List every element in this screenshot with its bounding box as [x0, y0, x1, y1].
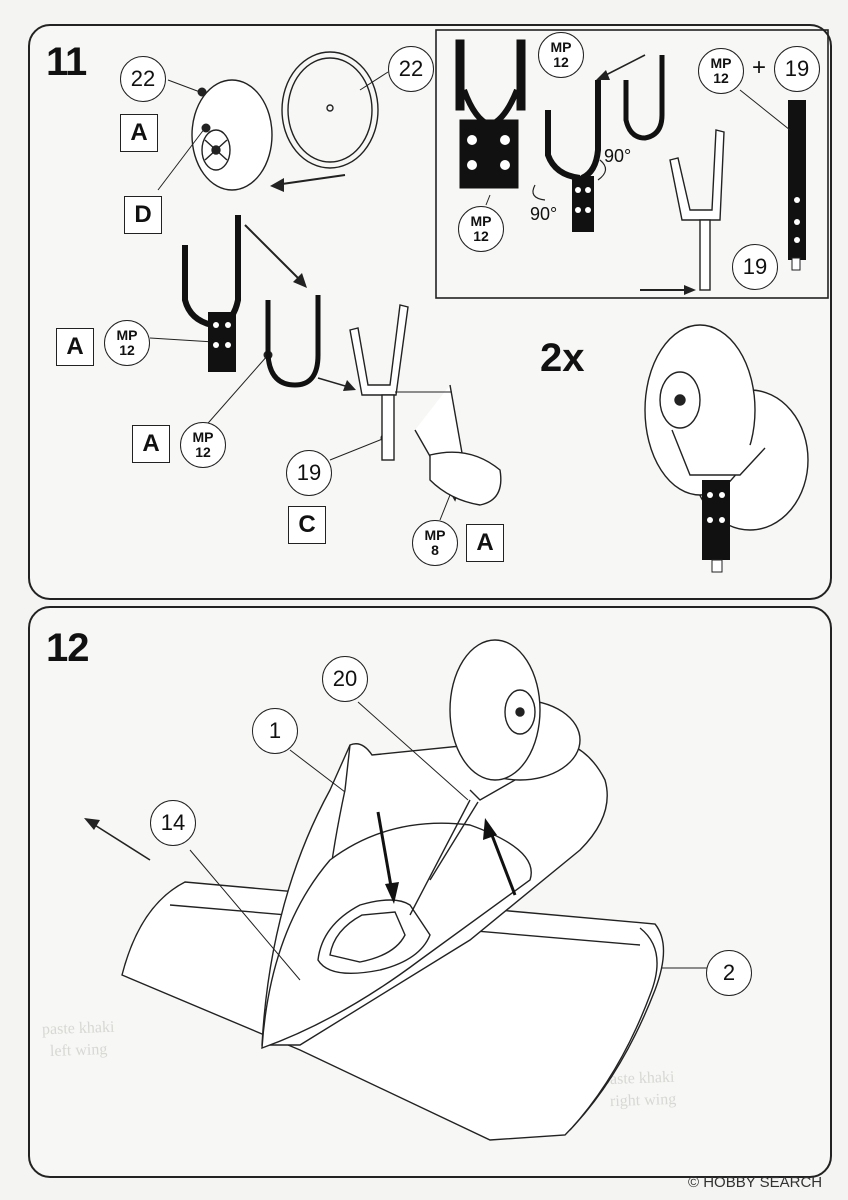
- u-clip-mp12: [265, 295, 321, 388]
- letter-a-clip: A: [132, 425, 170, 463]
- inset-callout-19-bottom: 19: [732, 244, 778, 290]
- callout-22-wheel-disc: 22: [388, 46, 434, 92]
- multiplier-2x: 2x: [540, 336, 585, 380]
- inset-angle-90-left: 90°: [530, 204, 558, 224]
- inset-fork-black: [455, 39, 526, 189]
- inset-frame: [435, 29, 829, 299]
- step-11-panel: [28, 24, 832, 600]
- letter-c-strut: C: [288, 506, 326, 544]
- callout-2-wing: 2: [706, 950, 752, 996]
- white-fork-part-19: [349, 304, 409, 461]
- letter-a-fork: A: [56, 328, 94, 366]
- callout-22-wheel-half: 22: [120, 56, 166, 102]
- inset-white-fork: [669, 129, 725, 291]
- wheel-half-part-22: [191, 79, 273, 191]
- inset-plus-sign: +: [752, 54, 767, 81]
- assembled-strut: [702, 480, 730, 560]
- inset-strut-19: [788, 100, 806, 271]
- wheel-assembly-part-20: [409, 639, 581, 916]
- callout-1-fuselage: 1: [252, 708, 298, 754]
- callout-14-fairing: 14: [150, 800, 196, 846]
- inset-angle-90-right: 90°: [604, 146, 632, 166]
- inset-callout-19-top: 19: [774, 46, 820, 92]
- fork-stem: [208, 312, 236, 372]
- letter-a-wheel: A: [120, 114, 158, 152]
- callout-19-strut: 19: [286, 450, 332, 496]
- brace-mp8: [414, 384, 502, 506]
- inset-u-clip: [623, 55, 665, 141]
- callout-20-wheel-assembly: 20: [322, 656, 368, 702]
- wing-part-2: [121, 881, 665, 1141]
- letter-a-brace: A: [466, 524, 504, 562]
- letter-d-hub: D: [124, 196, 162, 234]
- watermark-hobby-search: © HOBBY SEARCH: [688, 1174, 823, 1191]
- step-number-11: 11: [46, 40, 87, 84]
- step-number-12: 12: [46, 626, 89, 670]
- fairing-part-14: [261, 822, 532, 1050]
- wheel-disc-part-22: [281, 51, 379, 169]
